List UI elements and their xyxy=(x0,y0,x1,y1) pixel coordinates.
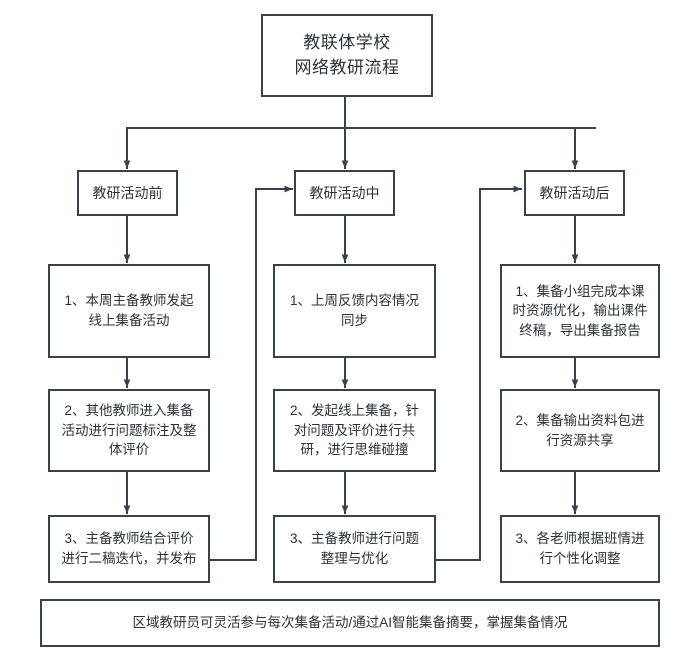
step-box-col3-1[interactable]: 1、集备小组完成本课 时资源优化，输出课件 终稿，导出集备报告 xyxy=(500,264,660,358)
phase-box-after-label: 教研活动后 xyxy=(539,184,610,201)
footer-note-label: 区域教研员可灵活参与每次集备活动/通过AI智能集备摘要，掌握集备情况 xyxy=(132,615,568,631)
title-box-label: 教联体学校 网络教研流程 xyxy=(294,32,400,77)
step-box-col1-1-label: 1、本周主备教师发起 线上集备活动 xyxy=(64,293,194,328)
step-box-col2-3[interactable]: 3、主备教师进行问题 整理与优化 xyxy=(273,515,436,583)
step-box-col2-1[interactable]: 1、上周反馈内容情况 同步 xyxy=(273,264,436,358)
step-box-col1-2[interactable]: 2、其他教师进入集备 活动进行问题标注及整 体评价 xyxy=(48,389,210,472)
step-box-col1-3-label: 3、主备教师结合评价 进行二稿迭代，并发布 xyxy=(61,531,197,566)
step-box-col2-2-label: 2、发起线上集备，针 对问题及评价进行共 研，进行思维碰撞 xyxy=(289,403,419,458)
feedback-col1-to-phase2 xyxy=(209,185,293,561)
phase-box-during[interactable]: 教研活动中 xyxy=(294,170,395,216)
step-box-col3-1-label: 1、集备小组完成本课 时资源优化，输出课件 终稿，导出集备报告 xyxy=(512,283,648,338)
step-box-col2-3-label: 3、主备教师进行问题 整理与优化 xyxy=(289,531,419,566)
phase-box-after[interactable]: 教研活动后 xyxy=(524,170,625,216)
phase-box-before-label: 教研活动前 xyxy=(92,184,163,201)
step-box-col3-3[interactable]: 3、各老师根据班情进 行个性化调整 xyxy=(500,515,660,583)
title-box: 教联体学校 网络教研流程 xyxy=(261,14,433,97)
phase-box-during-label: 教研活动中 xyxy=(309,184,380,201)
footer-note-box: 区域教研员可灵活参与每次集备活动/通过AI智能集备摘要，掌握集备情况 xyxy=(40,599,660,647)
step-box-col1-1[interactable]: 1、本周主备教师发起 线上集备活动 xyxy=(48,264,210,358)
feedback-col2-to-phase3 xyxy=(435,185,522,561)
step-box-col3-2[interactable]: 2、集备输出资料包进 行资源共享 xyxy=(500,389,660,472)
step-box-col1-2-label: 2、其他教师进入集备 活动进行问题标注及整 体评价 xyxy=(61,403,197,458)
step-box-col3-3-label: 3、各老师根据班情进 行个性化调整 xyxy=(515,531,645,566)
step-box-col3-2-label: 2、集备输出资料包进 行资源共享 xyxy=(515,412,645,448)
step-box-col2-2[interactable]: 2、发起线上集备，针 对问题及评价进行共 研，进行思维碰撞 xyxy=(273,389,436,472)
phase-box-before[interactable]: 教研活动前 xyxy=(77,170,178,216)
step-box-col2-1-label: 1、上周反馈内容情况 同步 xyxy=(289,293,419,328)
step-box-col1-3[interactable]: 3、主备教师结合评价 进行二稿迭代，并发布 xyxy=(48,515,210,583)
